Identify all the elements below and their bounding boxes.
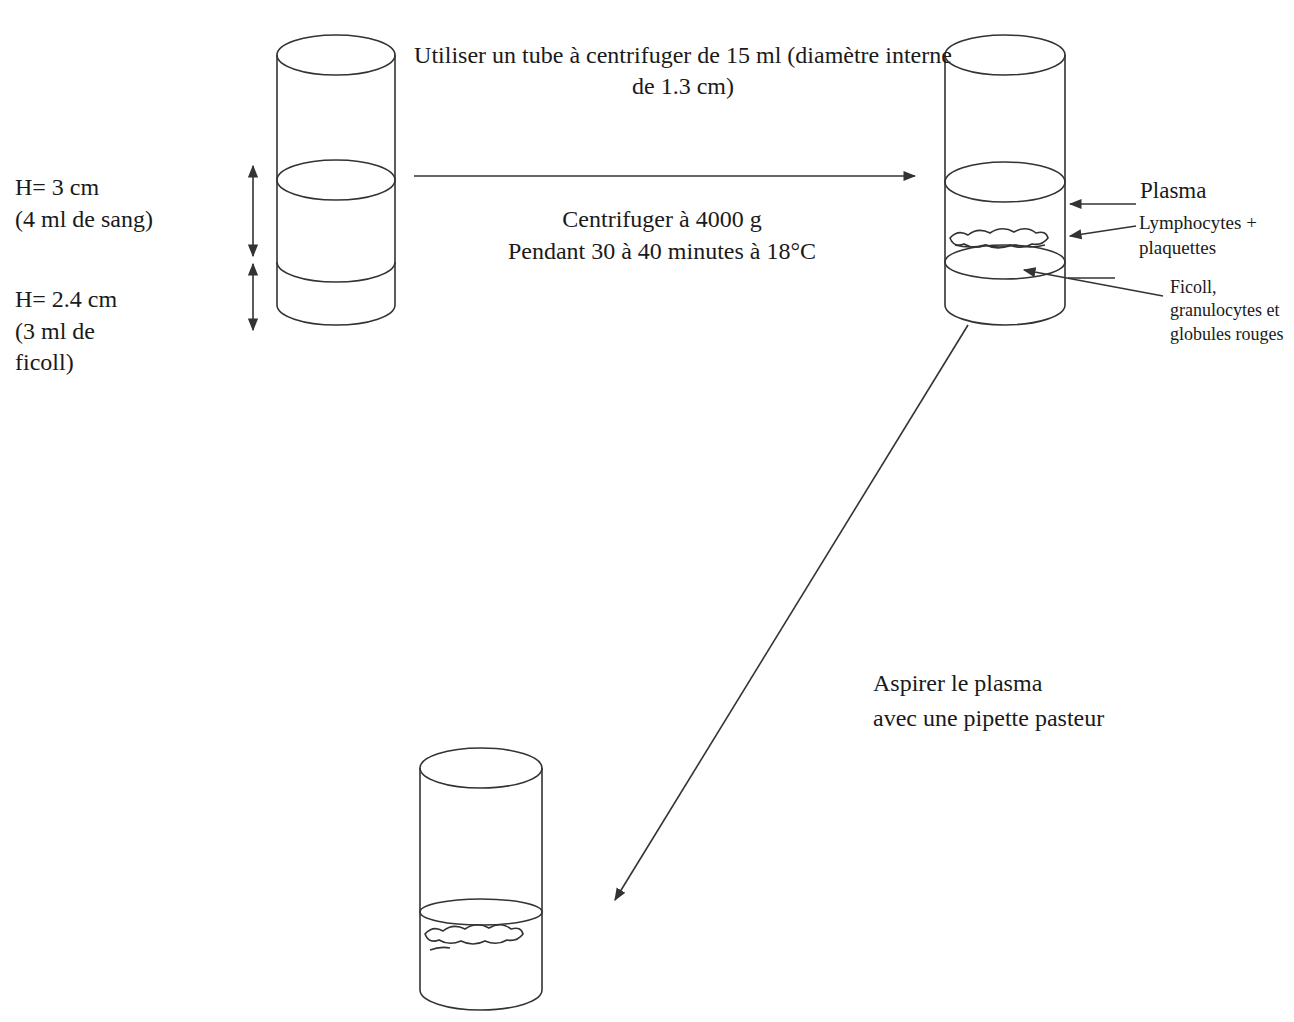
step-label: Aspirer le plasma [873, 668, 1233, 699]
layer-label: Plasma [1140, 176, 1280, 206]
tube-aspirated [420, 748, 542, 1010]
layer-label: Lymphocytes + plaquettes [1139, 211, 1287, 260]
dimension-label: H= 3 cm [15, 172, 215, 203]
leader-arrow [1024, 270, 1163, 296]
instruction-note: Utiliser un tube à centrifuger de 15 ml … [413, 40, 953, 102]
leader-arrow [1070, 203, 1136, 205]
process-arrow [615, 325, 968, 900]
step-label: Centrifuger à 4000 g [442, 204, 882, 235]
dimension-arrow [252, 264, 254, 330]
tube-after [945, 35, 1065, 325]
leader-arrow [1070, 226, 1136, 236]
tube-before [277, 35, 395, 325]
dimension-arrow [252, 166, 254, 256]
dimension-label: H= 2.4 cm [15, 284, 215, 315]
dimension-note: (4 ml de sang) [15, 204, 215, 235]
process-arrow [414, 175, 915, 177]
dimension-note: (3 ml de ficoll) [15, 316, 130, 378]
step-label: Pendant 30 à 40 minutes à 18°C [442, 236, 882, 267]
step-label: avec une pipette pasteur [873, 703, 1233, 734]
layer-label: Ficoll, granulocytes et globules rouges [1170, 276, 1288, 346]
leader-line [1068, 277, 1115, 279]
